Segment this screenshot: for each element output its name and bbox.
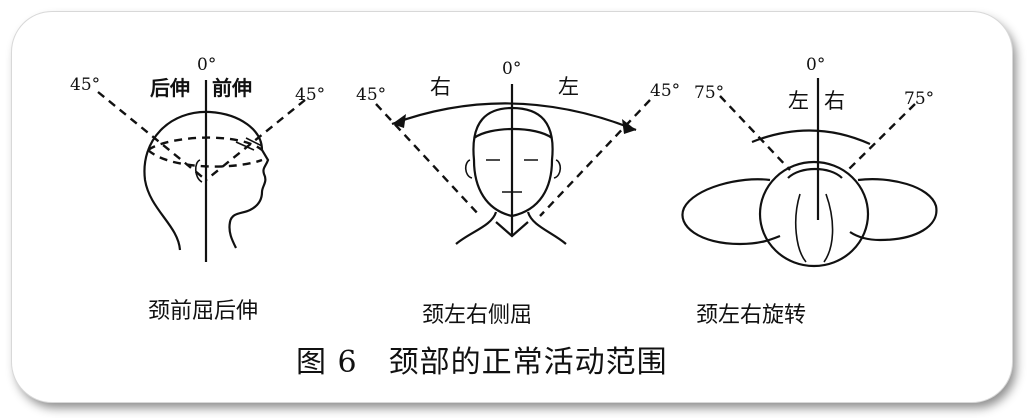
back-extension-label: 后伸 — [150, 76, 190, 100]
head-contour — [794, 193, 834, 263]
ears-icon — [464, 159, 562, 179]
rotation-arc — [751, 129, 871, 146]
right-side-label: 右 — [430, 75, 451, 99]
right-45-line — [375, 103, 481, 217]
forward-angle-label: 45° — [295, 85, 325, 105]
shoulders-top-view — [681, 178, 938, 246]
right-side-label: 右 — [824, 89, 845, 113]
eye-icon — [235, 137, 263, 151]
nose-hint — [787, 167, 843, 179]
back-angle-label: 45° — [70, 75, 100, 95]
head-profile-illustration — [143, 110, 270, 251]
panel-lateral-flexion: 0° 45° 45° 右 左 颈左右侧屈 — [356, 59, 680, 328]
right-angle-label: 45° — [356, 85, 386, 105]
motion-arc — [147, 136, 263, 152]
neck-shoulders — [455, 211, 567, 245]
left-angle-label: 45° — [650, 81, 680, 101]
ear-icon — [194, 159, 203, 183]
zero-degree-label: 0° — [502, 59, 521, 79]
face-front-illustration — [472, 106, 554, 218]
left-side-label: 左 — [788, 89, 809, 113]
arrow-left-icon — [392, 114, 406, 128]
panel-caption: 颈左右侧屈 — [422, 303, 532, 328]
left-45-line — [539, 99, 651, 217]
arrow-right-icon — [622, 119, 636, 134]
forward-flexion-label: 前伸 — [212, 76, 252, 100]
panel-flexion-extension: 0° 45° 45° 后伸 前伸 颈前屈后伸 — [70, 55, 325, 324]
figure-title: 图 6 颈部的正常活动范围 — [296, 345, 668, 380]
zero-degree-label: 0° — [197, 55, 216, 75]
left-75-line — [719, 95, 791, 171]
panel-rotation: 0° 75° 75° 左 右 颈左右旋转 — [681, 55, 938, 328]
hairline — [473, 127, 553, 139]
collar — [495, 221, 529, 238]
panel-caption: 颈前屈后伸 — [148, 299, 258, 324]
back-45-line — [97, 91, 207, 181]
left-angle-label: 75° — [694, 83, 724, 103]
zero-degree-label: 0° — [806, 55, 825, 75]
right-angle-label: 75° — [904, 89, 934, 109]
panel-caption: 颈左右旋转 — [696, 303, 806, 328]
left-side-label: 左 — [558, 75, 579, 99]
right-75-line — [847, 103, 916, 171]
motion-arc-lower — [147, 149, 263, 168]
forward-45-line — [205, 99, 306, 181]
head-top-view — [758, 160, 870, 268]
